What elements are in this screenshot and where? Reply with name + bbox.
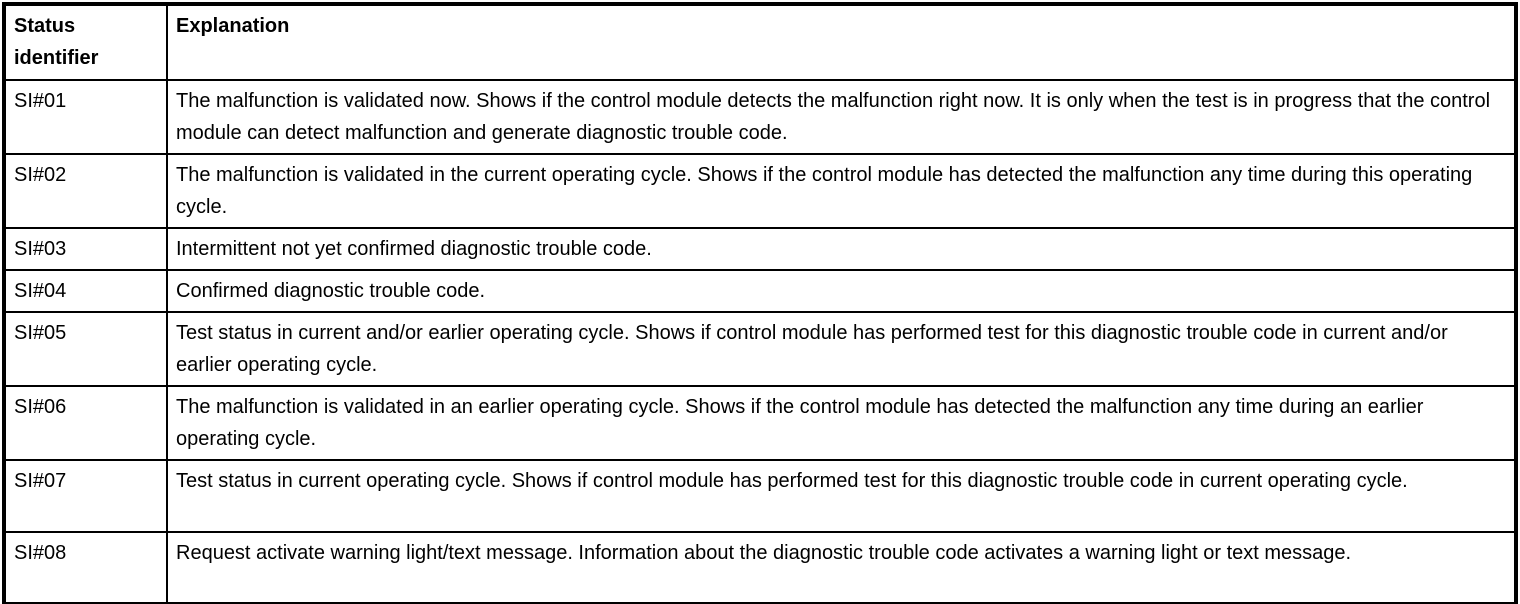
explanation-cell: Confirmed diagnostic trouble code. [166,269,1517,313]
explanation-cell: The malfunction is validated in the curr… [166,153,1517,229]
status-identifier-cell: SI#03 [3,227,168,271]
status-identifier-cell: SI#07 [3,459,168,533]
table-header-row: Status identifier Explanation [3,3,1517,81]
explanation-cell: Intermittent not yet confirmed diagnosti… [166,227,1517,271]
explanation-cell: The malfunction is validated now. Shows … [166,79,1517,155]
column-header-explanation: Explanation [166,3,1517,81]
status-identifier-cell: SI#02 [3,153,168,229]
status-identifier-cell: SI#04 [3,269,168,313]
explanation-cell: The malfunction is validated in an earli… [166,385,1517,461]
status-identifier-cell: SI#05 [3,311,168,387]
column-header-status-identifier: Status identifier [3,3,168,81]
status-identifier-cell: SI#06 [3,385,168,461]
explanation-cell: Test status in current operating cycle. … [166,459,1517,533]
explanation-cell: Test status in current and/or earlier op… [166,311,1517,387]
status-identifier-cell: SI#01 [3,79,168,155]
status-identifier-cell: SI#08 [3,531,168,604]
explanation-cell: Request activate warning light/text mess… [166,531,1517,604]
